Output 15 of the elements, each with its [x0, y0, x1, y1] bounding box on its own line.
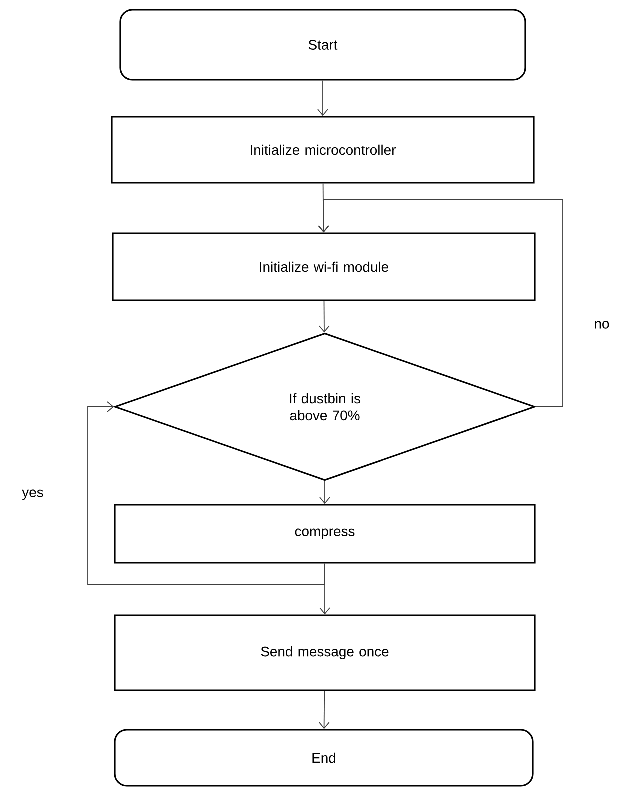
terminal-box: End [114, 729, 534, 787]
arrow [318, 300, 330, 333]
edge-label: yes [22, 490, 44, 500]
arrow [320, 480, 330, 504]
arrow [318, 80, 328, 116]
arrow [88, 402, 326, 586]
terminal-box: Start [120, 9, 526, 81]
process-box: Initialize microcontroller [111, 116, 535, 184]
arrow [318, 200, 564, 408]
arrow [318, 183, 330, 233]
arrow [318, 690, 330, 730]
edge-label: no [595, 321, 610, 329]
process-box: compress [114, 504, 536, 564]
process-box: Send message once [114, 614, 536, 692]
process-box: Initialize wi-fi module [112, 232, 536, 302]
